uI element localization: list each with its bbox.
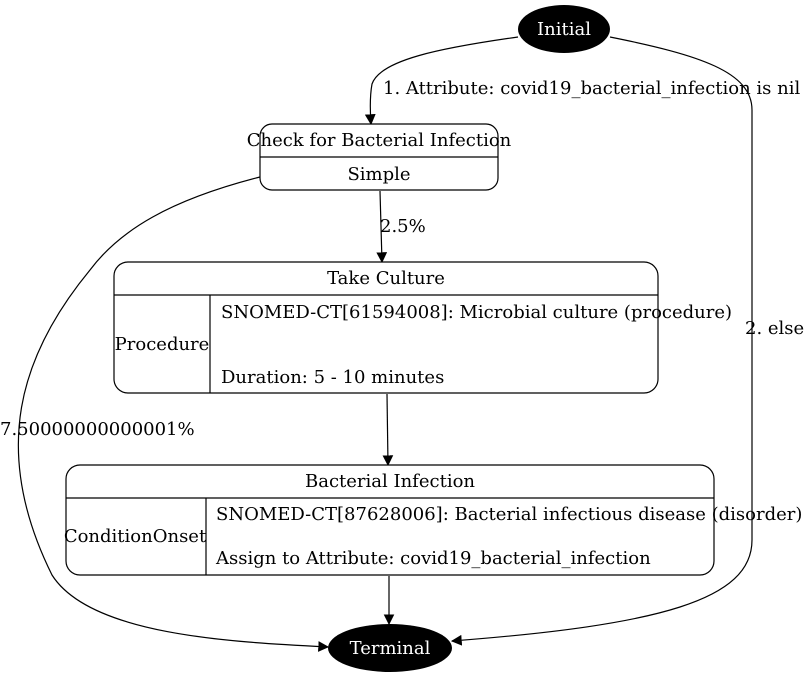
- edge-label-check-to-terminal: 7.50000000000001%: [0, 419, 195, 440]
- edge-check-to-culture: [376, 190, 388, 264]
- node-infection-assign: Assign to Attribute: covid19_bacterial_i…: [215, 548, 651, 569]
- edge-check-to-terminal: [17, 176, 330, 652]
- node-culture-duration: Duration: 5 - 10 minutes: [221, 367, 444, 388]
- node-take-culture: Take Culture Procedure SNOMED-CT[6159400…: [113, 261, 732, 394]
- node-bacterial-infection: Bacterial Infection ConditionOnset SNOME…: [64, 464, 802, 576]
- node-terminal: Terminal: [328, 624, 452, 672]
- node-culture-type: Procedure: [115, 334, 210, 355]
- edge-initial-to-terminal: [450, 36, 753, 646]
- edge-label-check-to-culture: 2.5%: [380, 216, 426, 237]
- node-initial-label: Initial: [537, 19, 591, 40]
- edge-label-initial-to-check: 1. Attribute: covid19_bacterial_infectio…: [383, 78, 800, 99]
- node-infection-type: ConditionOnset: [64, 526, 207, 547]
- node-initial: Initial: [518, 5, 610, 53]
- node-check-title: Check for Bacterial Infection: [247, 130, 512, 151]
- node-check-type: Simple: [347, 164, 410, 185]
- node-terminal-label: Terminal: [350, 638, 431, 659]
- edge-culture-to-infection: [382, 393, 394, 467]
- edge-initial-to-check: [364, 36, 519, 126]
- node-culture-code: SNOMED-CT[61594008]: Microbial culture (…: [221, 302, 732, 323]
- node-infection-title: Bacterial Infection: [305, 471, 475, 492]
- edge-label-initial-to-terminal: 2. else: [745, 318, 804, 339]
- node-check-bacterial-infection: Check for Bacterial Infection Simple: [247, 123, 512, 191]
- node-infection-code: SNOMED-CT[87628006]: Bacterial infectiou…: [216, 504, 802, 525]
- node-culture-title: Take Culture: [327, 268, 445, 289]
